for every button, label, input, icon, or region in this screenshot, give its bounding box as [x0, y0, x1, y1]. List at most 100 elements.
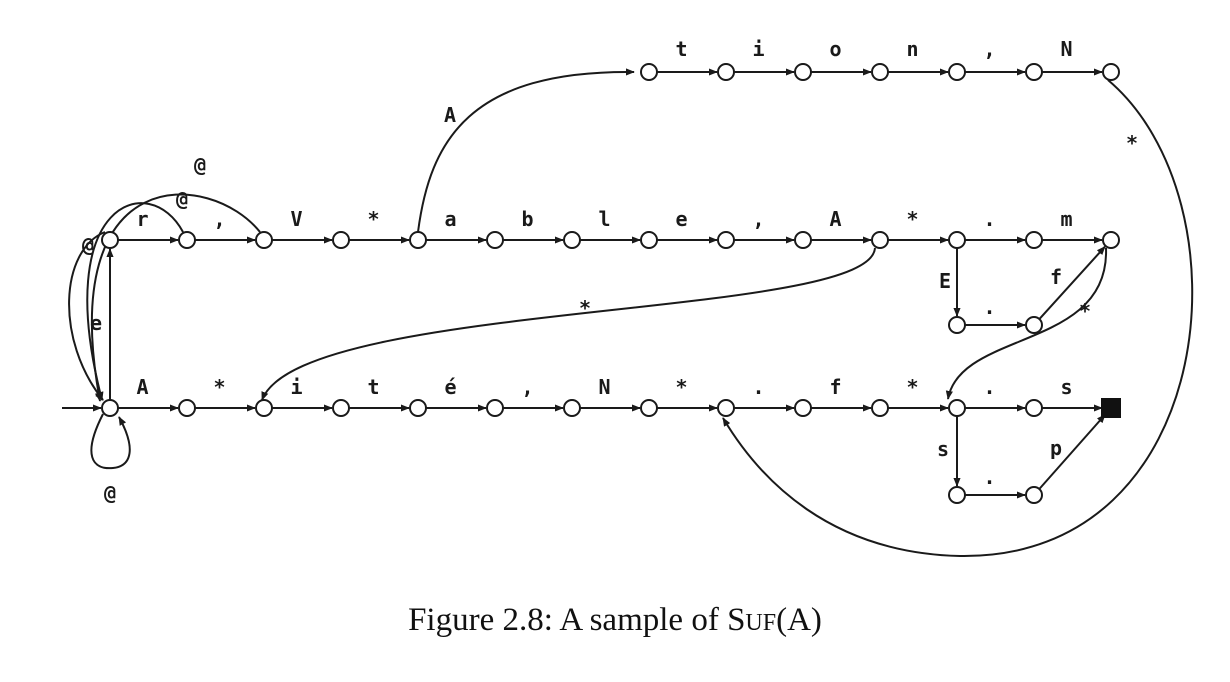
state-top-5	[1025, 63, 1043, 81]
label-mid-8: ,	[752, 207, 764, 231]
state-branch-upper-1	[1025, 316, 1043, 334]
curved-transitions	[68, 68, 1194, 558]
label-star-m: *	[1079, 299, 1091, 323]
state-top-2	[794, 63, 812, 81]
state-bottom-6	[563, 399, 581, 417]
state-mid-0	[101, 231, 119, 249]
label-top-4: ,	[983, 37, 995, 61]
label-bottom-8: .	[752, 375, 764, 399]
label-bottom-0: A	[136, 375, 148, 399]
label-bottom-4: é	[444, 375, 456, 399]
label-A-curve: A	[444, 103, 456, 127]
label-bottom-7: *	[675, 375, 687, 399]
state-mid-12	[1025, 231, 1043, 249]
loop-start	[90, 413, 131, 470]
state-mid-10	[871, 231, 889, 249]
label-bottom-11: .	[983, 375, 995, 399]
state-branch-lower-0	[948, 486, 966, 504]
edge-star-right	[722, 79, 1194, 558]
label-e: e	[90, 311, 102, 335]
state-bottom-5	[486, 399, 504, 417]
label-branch-lower-2: p	[1050, 436, 1062, 460]
state-bottom-2	[255, 399, 273, 417]
state-bottom-9	[794, 399, 812, 417]
state-top-3	[871, 63, 889, 81]
caption-uf: UF	[745, 610, 777, 636]
state-mid-4	[409, 231, 427, 249]
state-branch-upper-0	[948, 316, 966, 334]
label-loop-2: @	[194, 153, 206, 177]
label-branch-lower-0: s	[937, 437, 949, 461]
edge-branch-upper-2	[1038, 245, 1106, 320]
label-top-5: N	[1060, 37, 1072, 61]
state-final	[1101, 398, 1121, 418]
label-star-mid: *	[579, 296, 591, 320]
label-mid-6: l	[598, 207, 610, 231]
label-branch-upper-1: .	[983, 295, 995, 319]
state-bottom-10	[871, 399, 889, 417]
label-top-1: i	[752, 37, 764, 61]
state-bottom-11	[948, 399, 966, 417]
label-top-2: o	[829, 37, 841, 61]
label-branch-upper-0: E	[939, 269, 951, 293]
state-bottom-0	[101, 399, 119, 417]
label-mid-1: ,	[213, 207, 225, 231]
label-mid-9: A	[829, 207, 841, 231]
state-mid-13	[1102, 231, 1120, 249]
label-mid-0: r	[136, 207, 148, 231]
state-top-4	[948, 63, 966, 81]
state-mid-5	[486, 231, 504, 249]
state-mid-11	[948, 231, 966, 249]
state-top-0	[640, 63, 658, 81]
label-branch-lower-1: .	[983, 465, 995, 489]
label-star-right: *	[1126, 131, 1138, 155]
loop-at-1	[86, 202, 184, 401]
label-loop-1: @	[176, 187, 188, 211]
loop-at-2	[90, 193, 261, 402]
state-bottom-1	[178, 399, 196, 417]
state-bottom-4	[409, 399, 427, 417]
edge-star-mid	[261, 247, 876, 401]
label-bottom-2: i	[290, 375, 302, 399]
figure-caption: Figure 2.8: A sample of SUF(A)	[0, 602, 1230, 639]
state-branch-lower-1	[1025, 486, 1043, 504]
state-nodes	[101, 63, 1121, 504]
state-mid-2	[255, 231, 273, 249]
label-mid-7: e	[675, 207, 687, 231]
label-branch-upper-2: f	[1050, 265, 1062, 289]
label-mid-3: *	[367, 207, 379, 231]
state-bottom-8	[717, 399, 735, 417]
state-bottom-3	[332, 399, 350, 417]
state-bottom-12	[1025, 399, 1043, 417]
edge-A-curve	[417, 68, 635, 233]
transition-edges	[62, 68, 1106, 499]
label-top-3: n	[906, 37, 918, 61]
caption-suffix: (A)	[776, 602, 822, 638]
loop-at-0	[68, 231, 106, 401]
label-mid-2: V	[290, 207, 302, 231]
state-mid-8	[717, 231, 735, 249]
edge-branch-lower-2	[1038, 414, 1106, 490]
edge-star-m	[945, 247, 1108, 400]
label-bottom-5: ,	[521, 375, 533, 399]
label-mid-4: a	[444, 207, 456, 231]
caption-prefix: Figure 2.8: A sample of	[408, 602, 728, 638]
state-mid-3	[332, 231, 350, 249]
state-bottom-7	[640, 399, 658, 417]
label-loop-0: @	[82, 233, 94, 257]
state-mid-1	[178, 231, 196, 249]
label-bottom-9: f	[829, 375, 841, 399]
state-top-1	[717, 63, 735, 81]
label-top-0: t	[675, 37, 687, 61]
label-mid-5: b	[521, 207, 533, 231]
state-mid-9	[794, 231, 812, 249]
label-bottom-6: N	[598, 375, 610, 399]
label-mid-12: m	[1060, 207, 1072, 231]
state-mid-6	[563, 231, 581, 249]
label-bottom-3: t	[367, 375, 379, 399]
label-bottom-12: s	[1060, 375, 1072, 399]
label-bottom-1: *	[213, 375, 225, 399]
label-loop-start: @	[104, 481, 116, 505]
